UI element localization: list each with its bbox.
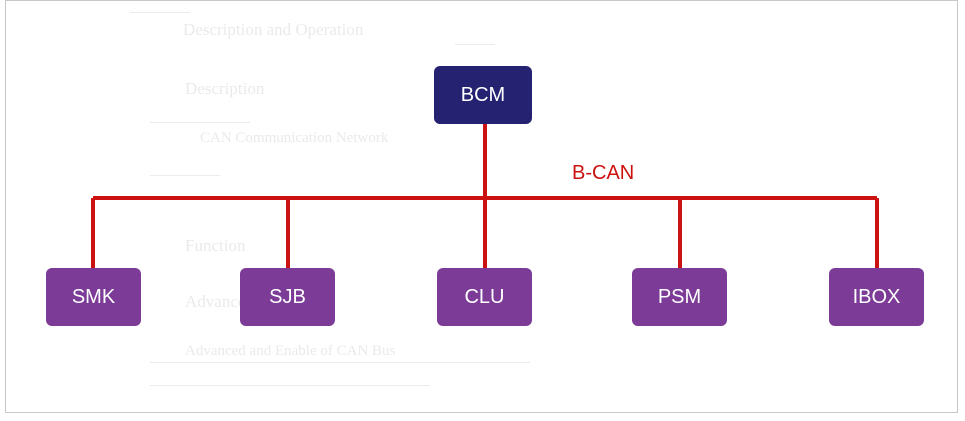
bg-rule	[150, 122, 250, 123]
bg-rule	[150, 385, 430, 386]
bcm-node: BCM	[434, 66, 532, 124]
bg-rule	[150, 362, 530, 363]
bg-can-line: CAN Communication Network	[200, 130, 389, 146]
bus-label: B-CAN	[572, 162, 635, 184]
sjb-node: SJB	[240, 268, 335, 326]
ibox-node: IBOX	[829, 268, 924, 326]
psm-node: PSM	[632, 268, 727, 326]
bg-function: Function	[185, 236, 246, 255]
bg-line-b: Advanced and Enable of CAN Bus	[185, 343, 396, 359]
bg-heading: Description and Operation	[183, 20, 364, 39]
bg-line-a: Advanced	[185, 292, 254, 311]
bg-rule	[150, 175, 220, 176]
b-can-bus	[91, 124, 879, 268]
bg-description: Description	[185, 79, 265, 98]
bg-rule	[130, 12, 190, 13]
bg-rule	[455, 44, 495, 45]
smk-node: SMK	[46, 268, 141, 326]
clu-node: CLU	[437, 268, 532, 326]
